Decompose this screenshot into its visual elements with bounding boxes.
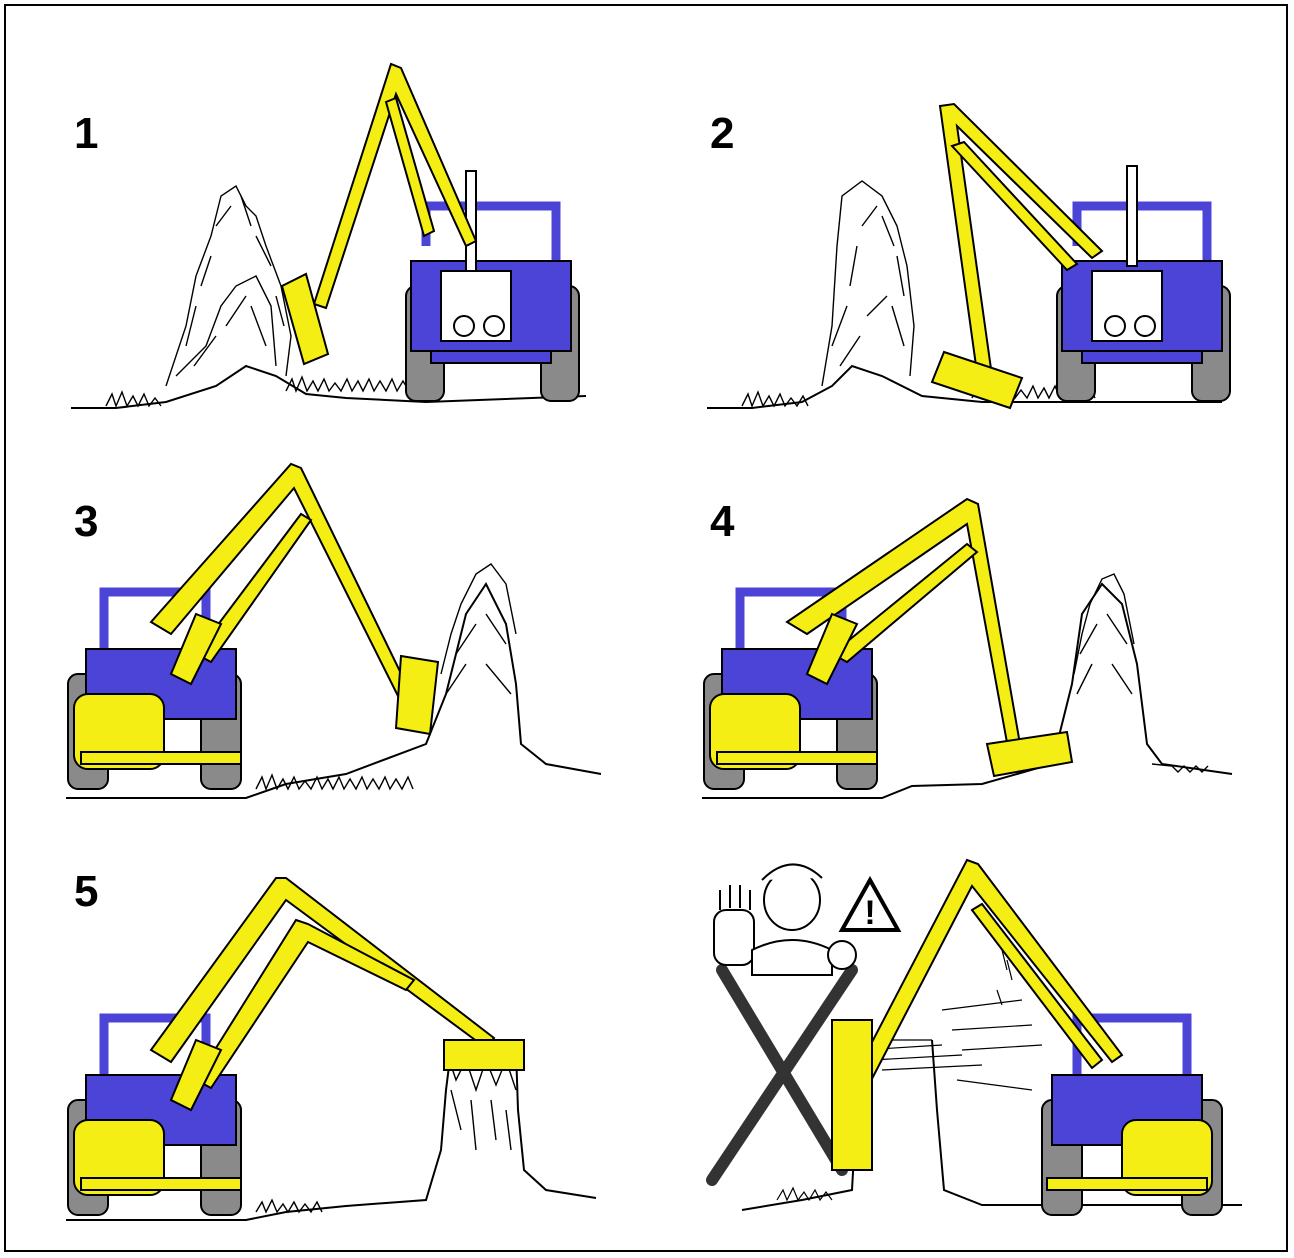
scene-5 bbox=[46, 850, 646, 1250]
illustration-frame: 1 bbox=[4, 4, 1288, 1252]
hedge-icon bbox=[106, 186, 443, 406]
panel-1: 1 bbox=[46, 46, 646, 446]
scene-4 bbox=[682, 444, 1282, 844]
scene-1 bbox=[46, 46, 646, 446]
warning-sign-icon: ! bbox=[842, 880, 898, 932]
hedge-icon bbox=[742, 181, 1095, 406]
tractor-icon bbox=[406, 171, 579, 401]
scene-3 bbox=[46, 444, 646, 844]
panel-3: 3 bbox=[46, 444, 646, 844]
warning-exclamation: ! bbox=[864, 894, 875, 932]
panel-5: 5 bbox=[46, 850, 646, 1250]
flail-arm bbox=[787, 499, 1072, 776]
scene-2 bbox=[682, 46, 1282, 446]
worker-figure bbox=[752, 864, 856, 975]
hedge-icon bbox=[256, 1050, 516, 1212]
scene-6: ! bbox=[682, 850, 1282, 1250]
flail-arm bbox=[151, 878, 524, 1110]
ground-line bbox=[71, 366, 586, 408]
tractor-icon bbox=[1057, 166, 1230, 401]
panel-6-warning: ! bbox=[682, 850, 1282, 1250]
stop-hand-icon bbox=[714, 885, 754, 965]
panel-4: 4 bbox=[682, 444, 1282, 844]
tractor-icon bbox=[1042, 1018, 1222, 1215]
panel-2: 2 bbox=[682, 46, 1282, 446]
